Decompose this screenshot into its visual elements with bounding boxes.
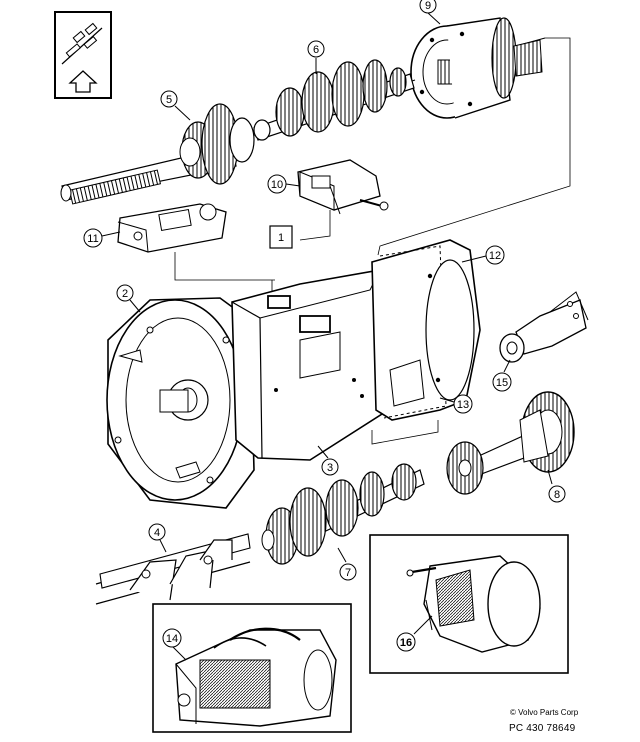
up-arrow-icon bbox=[68, 70, 98, 93]
callout-3: 3 bbox=[317, 445, 339, 476]
callout-14: 14 bbox=[162, 628, 187, 661]
part-5-input-shaft bbox=[60, 103, 255, 205]
callout-13: 13 bbox=[439, 394, 473, 414]
callout-10: 10 bbox=[267, 174, 301, 194]
transmission-orientation-icon bbox=[61, 22, 103, 65]
assembled-gearbox-illustration bbox=[175, 627, 337, 727]
callout-15-label: 15 bbox=[496, 377, 508, 389]
callout-2: 2 bbox=[116, 284, 141, 313]
callout-6: 6 bbox=[307, 40, 325, 74]
callout-7: 7 bbox=[337, 547, 357, 581]
callout-16: 16 bbox=[396, 615, 433, 652]
callout-11: 11 bbox=[83, 228, 121, 248]
part-10-shift-housing bbox=[297, 159, 389, 215]
callout-2-label: 2 bbox=[122, 288, 128, 300]
callout-12: 12 bbox=[461, 245, 505, 265]
callout-6-label: 6 bbox=[313, 44, 319, 56]
part-1-label-box bbox=[269, 225, 293, 249]
callout-13-label: 13 bbox=[457, 399, 469, 411]
callout-1-label: 1 bbox=[278, 232, 284, 244]
actuator-unit-illustration bbox=[406, 555, 541, 653]
part-6-main-shaft bbox=[239, 59, 416, 141]
copyright-notice: © Volvo Parts Corp bbox=[510, 708, 579, 717]
part-4-shift-forks bbox=[95, 533, 251, 605]
callout-10-label: 10 bbox=[271, 179, 283, 191]
callout-5: 5 bbox=[160, 90, 191, 121]
leader-lines bbox=[174, 37, 571, 300]
callout-14-label: 14 bbox=[166, 633, 178, 645]
callout-4: 4 bbox=[148, 523, 167, 553]
part-11-control-valve bbox=[117, 203, 227, 253]
callout-16-label: 16 bbox=[400, 637, 412, 649]
callout-8-label: 8 bbox=[554, 489, 560, 501]
callout-9: 9 bbox=[419, 0, 441, 25]
part-9-planetary-housing bbox=[409, 17, 546, 119]
callout-9-label: 9 bbox=[425, 0, 431, 12]
part-8-gear bbox=[446, 391, 575, 495]
part-15-output-yoke bbox=[499, 291, 589, 363]
part-16-inset-box bbox=[369, 534, 569, 674]
callout-3-label: 3 bbox=[327, 462, 333, 474]
figure-code: PC 430 78649 bbox=[509, 723, 576, 734]
callout-11-label: 11 bbox=[87, 233, 98, 245]
part-7-layshaft bbox=[261, 463, 425, 565]
gearbox-main-casing bbox=[106, 239, 481, 509]
callout-5-label: 5 bbox=[166, 94, 172, 106]
callouts: 9 6 5 10 11 1 12 2 15 13 3 bbox=[83, 0, 566, 661]
callout-8: 8 bbox=[547, 469, 566, 503]
callout-4-label: 4 bbox=[154, 527, 160, 539]
part-14-inset-box bbox=[152, 603, 352, 733]
callout-12-label: 12 bbox=[489, 250, 501, 262]
callout-15: 15 bbox=[492, 359, 512, 392]
orientation-inset-box bbox=[54, 11, 112, 99]
callout-7-label: 7 bbox=[345, 567, 351, 579]
